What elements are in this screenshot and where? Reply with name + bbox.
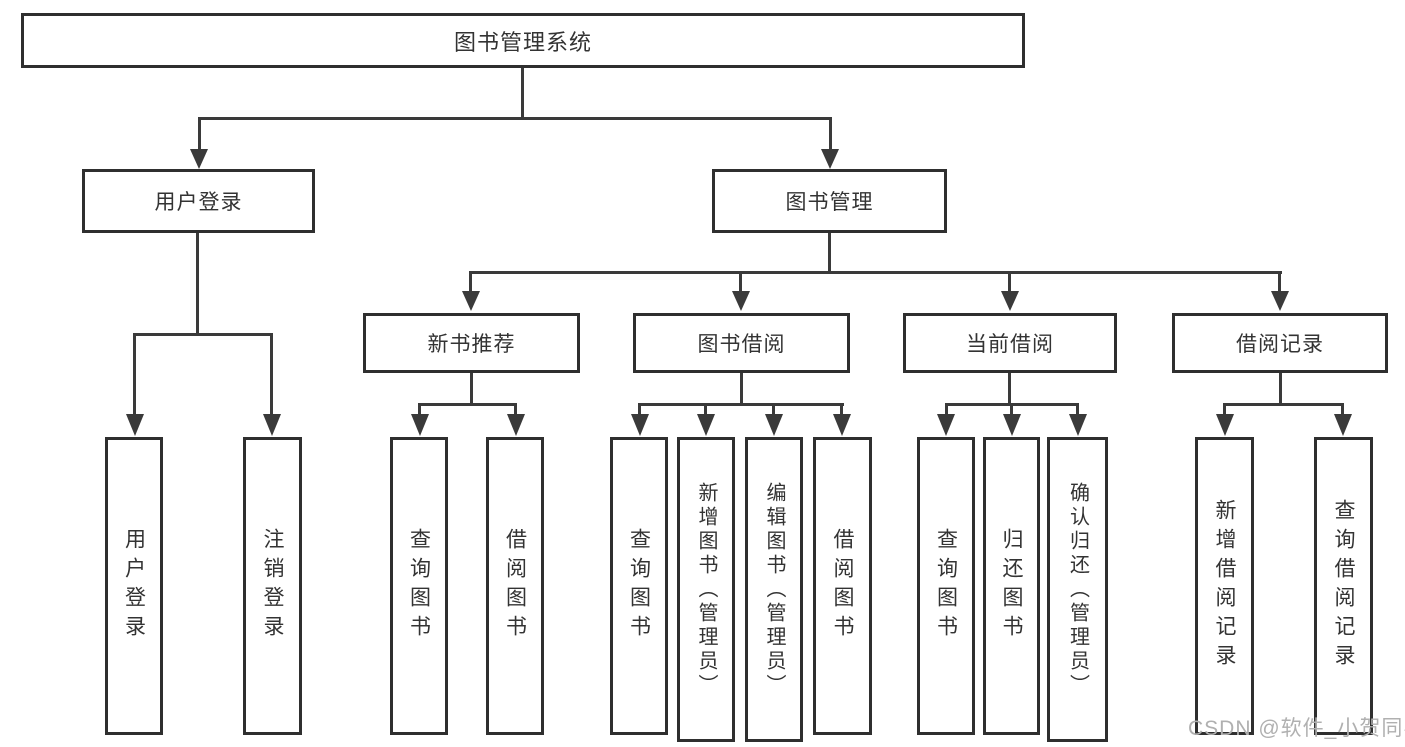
connector-vline xyxy=(740,373,743,406)
arrowhead-down-icon xyxy=(697,414,715,436)
connector-vline xyxy=(1076,403,1079,416)
leaf-add-borrow-record: 新增借阅记录 xyxy=(1195,437,1254,735)
node-root-label: 图书管理系统 xyxy=(453,29,592,55)
connector-vline xyxy=(772,403,775,416)
connector-vline xyxy=(828,233,831,274)
connector-vline xyxy=(196,233,199,335)
leaf-edit-book-admin: 编辑图书（管理员） xyxy=(745,437,803,742)
arrowhead-down-icon xyxy=(507,414,525,436)
connector-vline xyxy=(418,403,421,416)
leaf-borrow-books-recommend-label: 借阅图书 xyxy=(503,528,527,644)
node-borrowing-records: 借阅记录 xyxy=(1172,313,1388,373)
connector-vline xyxy=(945,403,948,416)
leaf-edit-book-admin-label: 编辑图书（管理员） xyxy=(763,481,785,698)
leaf-add-book-admin-label: 新增图书（管理员） xyxy=(695,481,717,698)
arrowhead-down-icon xyxy=(1334,414,1352,436)
arrowhead-down-icon xyxy=(732,291,750,311)
connector-vline xyxy=(829,117,832,153)
leaf-query-books-borrowing-label: 查询图书 xyxy=(627,528,651,644)
connector-vline xyxy=(521,68,524,120)
leaf-query-borrow-record: 查询借阅记录 xyxy=(1314,437,1373,735)
arrowhead-down-icon xyxy=(1271,291,1289,311)
connector-vline xyxy=(840,403,843,416)
node-book-management-label: 图书管理 xyxy=(785,191,874,214)
leaf-borrow-books-recommend: 借阅图书 xyxy=(486,437,544,735)
connector-hline xyxy=(418,403,517,406)
connector-vline xyxy=(514,403,517,416)
node-current-borrowing-label: 当前借阅 xyxy=(966,333,1054,356)
leaf-add-book-admin: 新增图书（管理员） xyxy=(677,437,735,742)
leaf-confirm-return-admin: 确认归还（管理员） xyxy=(1047,437,1108,742)
arrowhead-down-icon xyxy=(1069,414,1087,436)
connector-vline xyxy=(133,333,136,416)
node-new-book-recommend: 新书推荐 xyxy=(363,313,580,373)
arrowhead-down-icon xyxy=(190,149,208,169)
arrowhead-down-icon xyxy=(1216,414,1234,436)
connector-vline xyxy=(1008,373,1011,406)
leaf-borrow-books-borrowing: 借阅图书 xyxy=(813,437,872,735)
connector-hline xyxy=(638,403,844,406)
leaf-query-books-borrowing: 查询图书 xyxy=(610,437,668,735)
arrowhead-down-icon xyxy=(631,414,649,436)
arrowhead-down-icon xyxy=(821,149,839,169)
arrowhead-down-icon xyxy=(765,414,783,436)
arrowhead-down-icon xyxy=(1003,414,1021,436)
node-new-book-recommend-label: 新书推荐 xyxy=(427,333,516,356)
node-user-login-label: 用户登录 xyxy=(154,191,243,214)
connector-vline xyxy=(739,271,742,295)
connector-vline xyxy=(1008,271,1011,295)
leaf-query-books-recommend: 查询图书 xyxy=(390,437,448,735)
connector-hline xyxy=(469,271,1282,274)
leaf-logout-label: 注销登录 xyxy=(261,528,284,644)
leaf-logout: 注销登录 xyxy=(243,437,302,735)
arrowhead-down-icon xyxy=(1001,291,1019,311)
leaf-borrow-books-borrowing-label: 借阅图书 xyxy=(831,528,854,644)
node-book-management: 图书管理 xyxy=(712,169,947,233)
node-book-borrowing-label: 图书借阅 xyxy=(697,333,786,356)
csdn-watermark: CSDN @软件_小贺同学 xyxy=(1188,717,1405,740)
leaf-query-books-current-label: 查询图书 xyxy=(934,528,958,644)
node-current-borrowing: 当前借阅 xyxy=(903,313,1117,373)
connector-vline xyxy=(1279,373,1282,406)
arrowhead-down-icon xyxy=(462,291,480,311)
leaf-user-login-label: 用户登录 xyxy=(122,528,146,644)
node-root: 图书管理系统 xyxy=(21,13,1025,68)
connector-vline xyxy=(1341,403,1344,416)
connector-vline xyxy=(1223,403,1226,416)
leaf-query-books-current: 查询图书 xyxy=(917,437,975,735)
connector-vline xyxy=(270,333,273,416)
connector-vline xyxy=(198,117,201,153)
node-borrowing-records-label: 借阅记录 xyxy=(1236,333,1324,356)
leaf-confirm-return-admin-label: 确认归还（管理员） xyxy=(1066,481,1089,698)
connector-vline xyxy=(469,271,472,295)
connector-vline xyxy=(704,403,707,416)
leaf-query-books-recommend-label: 查询图书 xyxy=(407,528,431,644)
node-user-login: 用户登录 xyxy=(82,169,315,233)
connector-vline xyxy=(1010,403,1013,416)
arrowhead-down-icon xyxy=(937,414,955,436)
leaf-query-borrow-record-label: 查询借阅记录 xyxy=(1332,499,1355,673)
leaf-user-login: 用户登录 xyxy=(105,437,163,735)
connector-hline xyxy=(133,333,273,336)
leaf-return-books: 归还图书 xyxy=(983,437,1040,735)
arrowhead-down-icon xyxy=(411,414,429,436)
connector-vline xyxy=(638,403,641,416)
arrowhead-down-icon xyxy=(833,414,851,436)
arrowhead-down-icon xyxy=(263,414,281,436)
leaf-add-borrow-record-label: 新增借阅记录 xyxy=(1213,499,1236,673)
connector-hline xyxy=(1223,403,1344,406)
arrowhead-down-icon xyxy=(126,414,144,436)
node-book-borrowing: 图书借阅 xyxy=(633,313,850,373)
connector-vline xyxy=(1278,271,1281,295)
connector-hline xyxy=(198,117,832,120)
leaf-return-books-label: 归还图书 xyxy=(1000,528,1023,644)
connector-vline xyxy=(470,373,473,406)
